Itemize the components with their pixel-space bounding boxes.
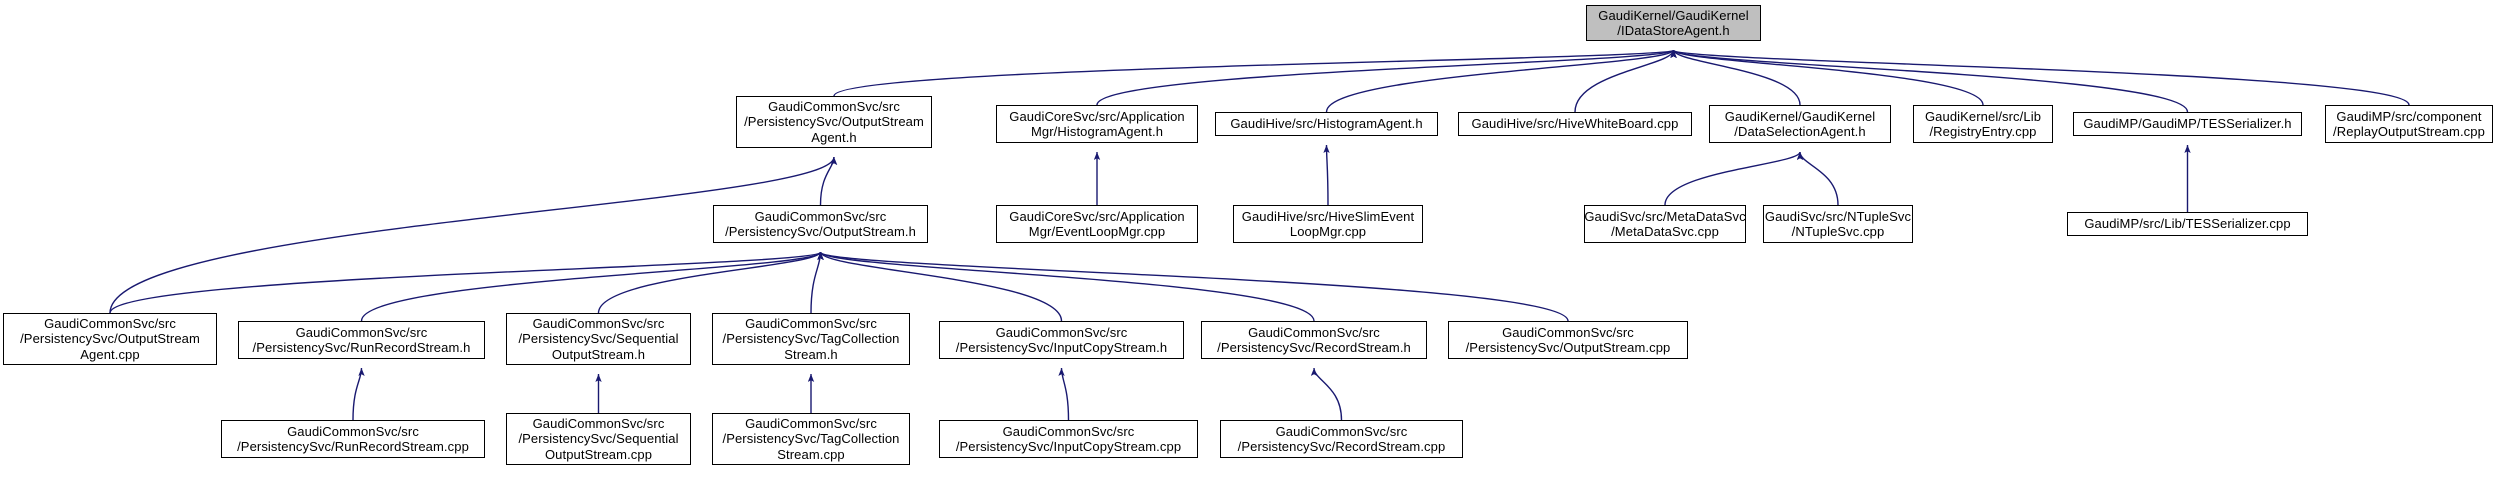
graph-node-label: GaudiMP/src/Lib/TESSerializer.cpp — [2084, 216, 2291, 232]
graph-edge — [360, 251, 824, 322]
graph-node-gaudikernel-gaudikernel-idatastoreagent-h[interactable]: GaudiKernel/GaudiKernel /IDataStoreAgent… — [1586, 5, 1761, 41]
graph-node-gaudimp-gaudimp-tesserializer-h[interactable]: GaudiMP/GaudiMP/TESSerializer.h — [2073, 112, 2302, 136]
graph-node-gaudimp-src-component-replayoutputstream-cpp[interactable]: GaudiMP/src/component /ReplayOutputStrea… — [2325, 105, 2493, 143]
graph-node-gaudicommonsvc-src-persistencysvc-recordstream-cpp[interactable]: GaudiCommonSvc/src /PersistencySvc/Recor… — [1220, 420, 1463, 458]
graph-edge — [1096, 49, 1677, 106]
graph-node-gaudicommonsvc-src-persistencysvc-outputstream-h[interactable]: GaudiCommonSvc/src /PersistencySvc/Outpu… — [713, 205, 928, 243]
graph-node-label: GaudiSvc/src/MetaDataSvc /MetaDataSvc.cp… — [1584, 208, 1746, 239]
graph-node-gaudikernel-src-lib-registryentry-cpp[interactable]: GaudiKernel/src/Lib /RegistryEntry.cpp — [1913, 105, 2053, 143]
graph-node-gaudicommonsvc-src-persistencysvc-outputstream-agent-cpp[interactable]: GaudiCommonSvc/src /PersistencySvc/Outpu… — [3, 313, 217, 365]
graph-node-label: GaudiKernel/GaudiKernel /IDataStoreAgent… — [1598, 7, 1749, 38]
graph-edge — [817, 251, 1569, 322]
graph-node-gaudisvc-src-ntuplesvc-ntuplesvc-cpp[interactable]: GaudiSvc/src/NTupleSvc /NTupleSvc.cpp — [1763, 205, 1913, 243]
graph-edge — [1796, 151, 1839, 206]
graph-node-gaudisvc-src-metadatasvc-metadatasvc-cpp[interactable]: GaudiSvc/src/MetaDataSvc /MetaDataSvc.cp… — [1584, 205, 1746, 243]
graph-node-label: GaudiCommonSvc/src /PersistencySvc/RunRe… — [252, 324, 471, 355]
graph-node-label: GaudiCommonSvc/src /PersistencySvc/Input… — [955, 423, 1182, 454]
graph-node-label: GaudiHive/src/HiveWhiteBoard.cpp — [1471, 116, 1679, 132]
graph-node-gaudicommonsvc-src-persistencysvc-inputcopystream-cpp[interactable]: GaudiCommonSvc/src /PersistencySvc/Input… — [939, 420, 1198, 458]
graph-node-label: GaudiMP/GaudiMP/TESSerializer.h — [2083, 116, 2292, 132]
graph-node-gaudicommonsvc-src-persistencysvc-recordstream-h[interactable]: GaudiCommonSvc/src /PersistencySvc/Recor… — [1201, 321, 1427, 359]
graph-node-label: GaudiKernel/GaudiKernel /DataSelectionAg… — [1724, 108, 1876, 139]
graph-edge — [597, 251, 824, 314]
graph-edge — [1664, 151, 1804, 206]
graph-node-label: GaudiCommonSvc/src /PersistencySvc/Outpu… — [20, 316, 200, 362]
graph-edge — [1323, 144, 1330, 206]
graph-edge — [833, 49, 1677, 97]
graph-node-gaudicommonsvc-src-persistencysvc-runrecordstream-h[interactable]: GaudiCommonSvc/src /PersistencySvc/RunRe… — [238, 321, 485, 359]
graph-node-label: GaudiKernel/src/Lib /RegistryEntry.cpp — [1924, 108, 2042, 139]
graph-node-gaudicoresvc-src-application-mgr-eventloopmgr-cpp[interactable]: GaudiCoreSvc/src/Application Mgr/EventLo… — [996, 205, 1198, 243]
graph-node-label: GaudiSvc/src/NTupleSvc /NTupleSvc.cpp — [1764, 208, 1912, 239]
graph-edge — [352, 367, 365, 421]
graph-edge — [1325, 49, 1677, 113]
graph-node-gaudimp-src-lib-tesserializer-cpp[interactable]: GaudiMP/src/Lib/TESSerializer.cpp — [2067, 212, 2308, 236]
graph-node-label: GaudiCommonSvc/src /PersistencySvc/Outpu… — [1465, 324, 1671, 355]
graph-edge — [810, 251, 824, 314]
graph-node-gaudicoresvc-src-application-mgr-histogramagent-h[interactable]: GaudiCoreSvc/src/Application Mgr/Histogr… — [996, 105, 1198, 143]
graph-node-gaudicommonsvc-src-persistencysvc-inputcopystream-h[interactable]: GaudiCommonSvc/src /PersistencySvc/Input… — [939, 321, 1184, 359]
graph-edge — [819, 156, 838, 206]
graph-node-gaudicommonsvc-src-persistencysvc-tagcollection-stream-cpp[interactable]: GaudiCommonSvc/src /PersistencySvc/TagCo… — [712, 413, 910, 465]
graph-edge — [817, 251, 1063, 322]
graph-node-label: GaudiCommonSvc/src /PersistencySvc/Recor… — [1237, 423, 1446, 454]
graph-edge — [1574, 49, 1677, 113]
graph-node-gaudihive-src-histogramagent-h[interactable]: GaudiHive/src/HistogramAgent.h — [1215, 112, 1438, 136]
graph-node-label: GaudiMP/src/component /ReplayOutputStrea… — [2333, 108, 2485, 139]
graph-edge — [1670, 49, 2189, 113]
graph-node-gaudicommonsvc-src-persistencysvc-outputstream-cpp[interactable]: GaudiCommonSvc/src /PersistencySvc/Outpu… — [1448, 321, 1688, 359]
graph-node-label: GaudiCoreSvc/src/Application Mgr/Histogr… — [1009, 108, 1185, 139]
graph-node-gaudicommonsvc-src-persistencysvc-sequential-outputstream-cpp[interactable]: GaudiCommonSvc/src /PersistencySvc/Seque… — [506, 413, 691, 465]
graph-edge — [109, 251, 824, 314]
graph-node-label: GaudiCoreSvc/src/Application Mgr/EventLo… — [1009, 208, 1185, 239]
graph-node-label: GaudiCommonSvc/src /PersistencySvc/TagCo… — [722, 416, 900, 462]
graph-node-gaudihive-src-hivewhiteboard-cpp[interactable]: GaudiHive/src/HiveWhiteBoard.cpp — [1458, 112, 1692, 136]
graph-node-gaudihive-src-hiveslimevent-loopmgr-cpp[interactable]: GaudiHive/src/HiveSlimEvent LoopMgr.cpp — [1233, 205, 1423, 243]
graph-node-label: GaudiCommonSvc/src /PersistencySvc/TagCo… — [722, 316, 900, 362]
graph-edge — [1058, 367, 1070, 421]
graph-edge — [1670, 49, 2410, 106]
graph-node-label: GaudiCommonSvc/src /PersistencySvc/RunRe… — [237, 423, 469, 454]
graph-node-gaudikernel-gaudikernel-dataselectionagent-h[interactable]: GaudiKernel/GaudiKernel /DataSelectionAg… — [1709, 105, 1891, 143]
graph-node-gaudicommonsvc-src-persistencysvc-sequential-outputstream-h[interactable]: GaudiCommonSvc/src /PersistencySvc/Seque… — [506, 313, 691, 365]
graph-node-label: GaudiCommonSvc/src /PersistencySvc/Input… — [955, 324, 1168, 355]
graph-node-gaudicommonsvc-src-persistencysvc-runrecordstream-cpp[interactable]: GaudiCommonSvc/src /PersistencySvc/RunRe… — [221, 420, 485, 458]
graph-node-label: GaudiCommonSvc/src /PersistencySvc/Recor… — [1217, 324, 1411, 355]
graph-edge — [1670, 49, 1801, 106]
graph-node-gaudicommonsvc-src-persistencysvc-outputstream-agent-h[interactable]: GaudiCommonSvc/src /PersistencySvc/Outpu… — [736, 96, 932, 148]
graph-node-label: GaudiCommonSvc/src /PersistencySvc/Outpu… — [744, 99, 924, 145]
graph-edge — [817, 251, 1315, 322]
graph-edge — [1670, 49, 1984, 106]
graph-node-label: GaudiHive/src/HistogramAgent.h — [1230, 116, 1423, 132]
graph-edge — [1310, 367, 1343, 421]
graph-node-label: GaudiCommonSvc/src /PersistencySvc/Seque… — [518, 416, 679, 462]
graph-node-label: GaudiCommonSvc/src /PersistencySvc/Seque… — [518, 316, 679, 362]
graph-node-gaudicommonsvc-src-persistencysvc-tagcollection-stream-h[interactable]: GaudiCommonSvc/src /PersistencySvc/TagCo… — [712, 313, 910, 365]
graph-node-label: GaudiHive/src/HiveSlimEvent LoopMgr.cpp — [1241, 208, 1415, 239]
graph-node-label: GaudiCommonSvc/src /PersistencySvc/Outpu… — [725, 208, 916, 239]
